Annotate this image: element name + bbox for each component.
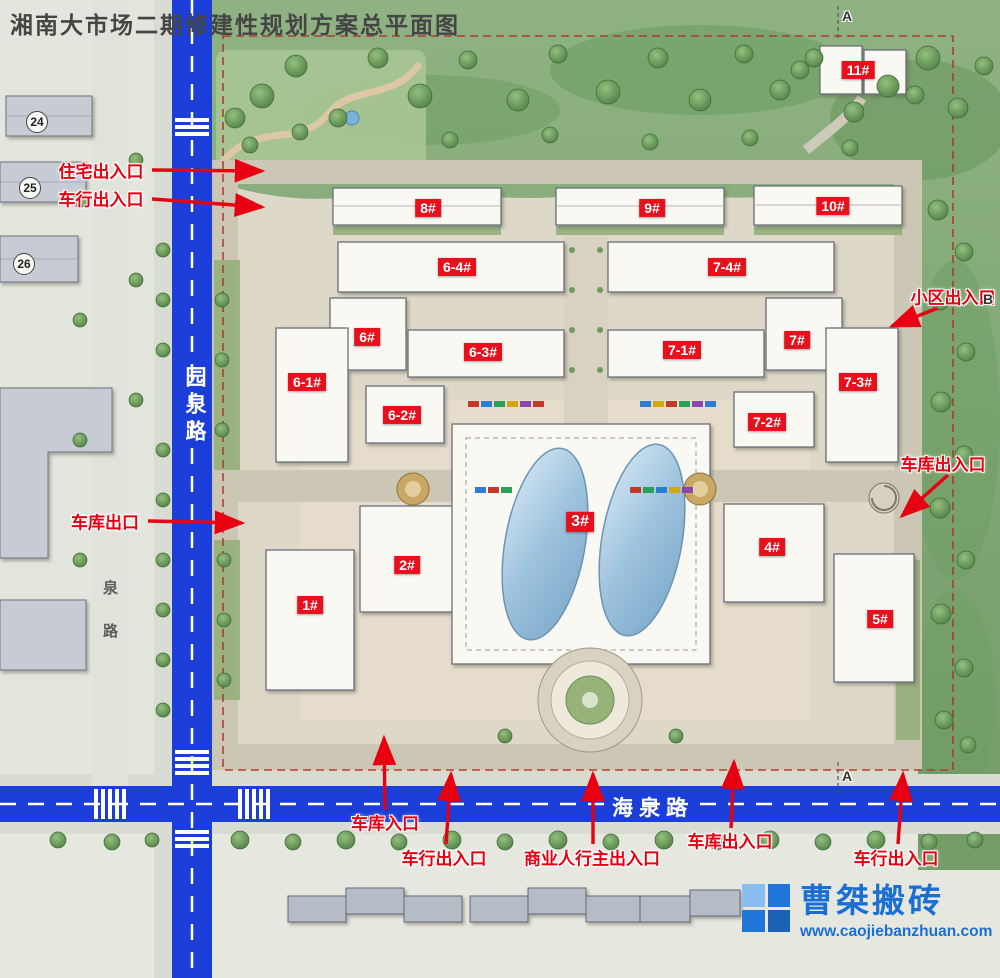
watermark-brand: 曹桀搬砖 xyxy=(800,882,944,919)
building-label-6-1: 6-1# xyxy=(287,372,327,392)
arrows-layer xyxy=(147,158,950,845)
building-label-6: 6# xyxy=(354,327,380,347)
watermark-logo-icon xyxy=(742,884,790,932)
building-label-2: 2# xyxy=(394,555,420,575)
annotation-garage-exit-west: 车库出口 xyxy=(71,513,139,533)
annotation-vehicle-entrance-west: 车行出入口 xyxy=(58,190,144,210)
watermark: 曹桀搬砖 www.caojiebanzhuan.com xyxy=(742,882,998,941)
building-label-6-4: 6-4# xyxy=(437,257,477,277)
site-boundary-line xyxy=(222,35,954,771)
watermark-text: 曹桀搬砖 www.caojiebanzhuan.com xyxy=(800,882,993,941)
annotation-main-pedestrian-entrance: 商业人行主出入口 xyxy=(524,849,660,869)
plot-number-26: 26 xyxy=(13,253,35,275)
watermark-url: www.caojiebanzhuan.com xyxy=(800,922,993,940)
annotation-residential-entrance: 住宅出入口 xyxy=(58,162,144,182)
building-label-6-2: 6-2# xyxy=(382,405,422,425)
building-label-7-2: 7-2# xyxy=(747,412,787,432)
building-label-7: 7# xyxy=(784,330,810,350)
annotation-vehicle-entrance-south-2: 车行出入口 xyxy=(853,849,939,869)
annotation-community-entrance: 小区出入口 xyxy=(910,288,996,308)
building-label-9: 9# xyxy=(639,198,665,218)
adjacent-buildings-south xyxy=(287,887,741,923)
building-label-7-3: 7-3# xyxy=(838,372,878,392)
building-label-1: 1# xyxy=(297,595,323,615)
axis-shrubs xyxy=(569,247,603,373)
annotation-garage-entrance-south-2: 车库出入口 xyxy=(687,832,773,852)
page-title: 湘南大市场二期修建性规划方案总平面图 xyxy=(10,13,460,38)
building-label-5: 5# xyxy=(867,609,893,629)
building-label-10: 10# xyxy=(816,196,850,216)
buildings-layer xyxy=(265,45,915,691)
plot-number-25: 25 xyxy=(19,177,41,199)
building-label-11: 11# xyxy=(841,60,875,80)
road-label-haiquan: 海泉路 xyxy=(612,797,693,820)
section-marker-a-top: A xyxy=(841,8,853,24)
annotation-garage-entrance-south: 车库入口 xyxy=(351,814,419,834)
trees-layer xyxy=(49,44,994,851)
annotation-vehicle-entrance-south-1: 车行出入口 xyxy=(401,849,487,869)
building-label-6-3: 6-3# xyxy=(463,342,503,362)
annotation-garage-entrance-east: 车库出入口 xyxy=(900,455,986,475)
building-label-8: 8# xyxy=(415,198,441,218)
section-marker-b-right: B xyxy=(982,291,994,307)
building-label-4: 4# xyxy=(759,537,785,557)
parked-cars xyxy=(468,401,716,493)
plot-number-24: 24 xyxy=(26,111,48,133)
road-label-yuanquan: 园泉路 xyxy=(183,366,206,447)
building-label-3: 3# xyxy=(566,511,594,533)
building-label-7-1: 7-1# xyxy=(662,340,702,360)
section-marker-a-bottom: A xyxy=(841,768,853,784)
road-label-minor: 泉路 xyxy=(101,580,118,666)
plaza-and-fountains xyxy=(396,472,900,753)
building-label-7-4: 7-4# xyxy=(707,257,747,277)
section-marker-lines xyxy=(837,6,978,794)
